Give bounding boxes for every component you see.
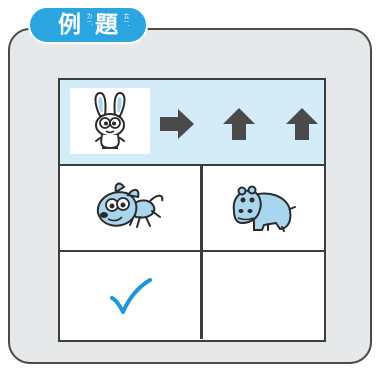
title-char-2: 題 ㄊㄧˊ [95,11,129,38]
rabbit-icon [94,91,126,150]
title-char-1-text: 例 [58,11,81,38]
checkmark-icon [110,277,152,314]
answer-row [60,252,324,339]
arrow-up-icon [286,108,318,140]
instruction-row [60,80,324,166]
answer-box-dog[interactable] [60,252,200,339]
question-grid [58,78,326,342]
title-ruby-1: ㄌㄧˋ [85,12,92,27]
column-divider [200,166,203,250]
answer-box-hippo[interactable] [202,252,324,339]
title-ruby-2: ㄊㄧˊ [122,12,129,27]
title-char-1: 例 ㄌㄧˋ [58,11,92,38]
option-hippo[interactable] [202,166,324,250]
option-dog[interactable] [60,166,200,250]
rabbit-card [70,88,150,154]
title-char-2-text: 題 [95,11,118,38]
arrow-right-icon [160,109,194,139]
option-row [60,166,324,252]
column-divider [200,252,203,339]
dog-icon [96,182,164,228]
arrow-up-icon [223,108,255,140]
example-title-tab: 例 ㄌㄧˋ 題 ㄊㄧˊ [28,6,148,44]
hippo-icon [232,185,296,232]
